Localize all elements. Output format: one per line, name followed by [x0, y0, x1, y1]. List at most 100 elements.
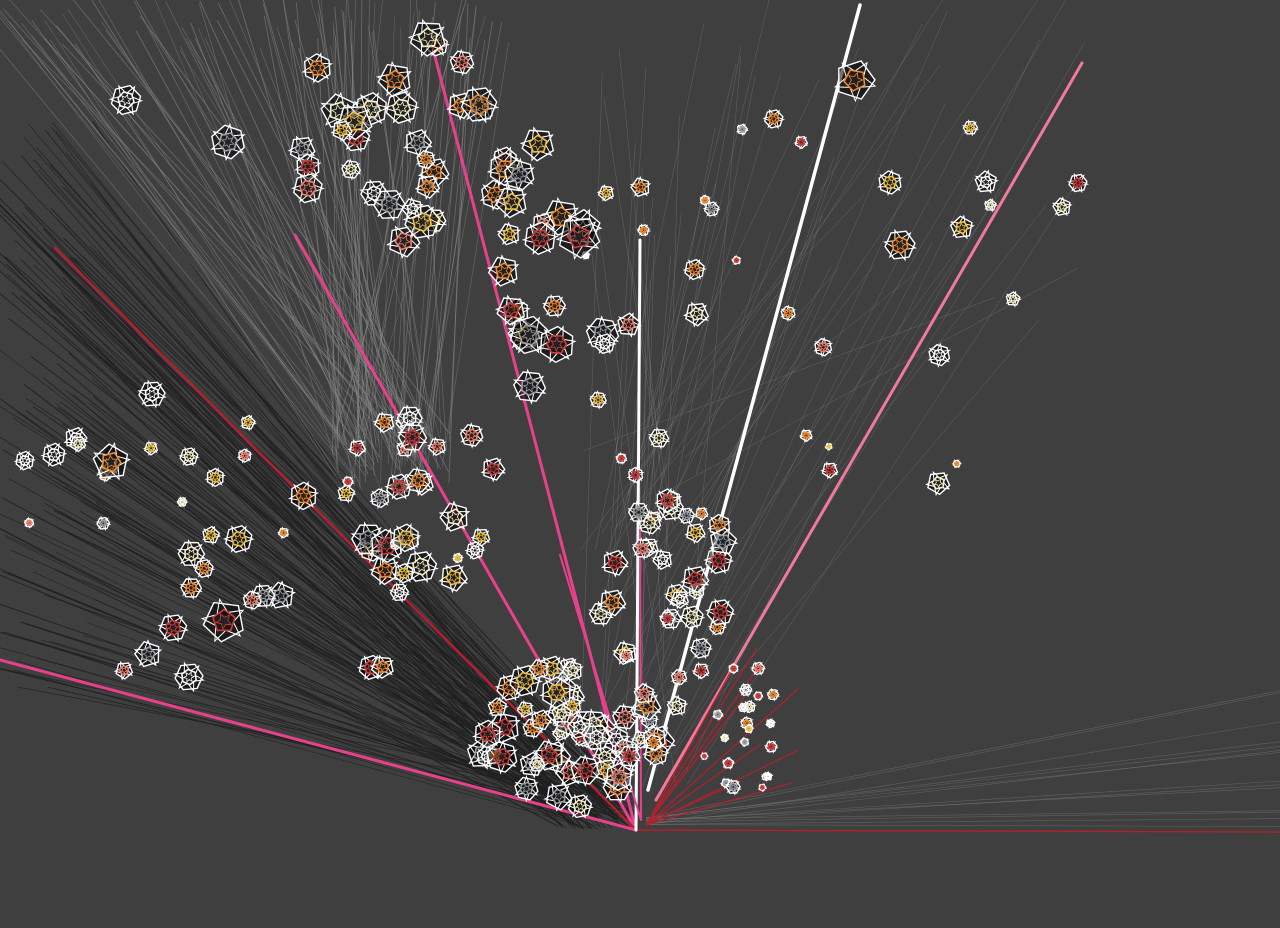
- star-outline: [23, 516, 35, 530]
- star-accent: [392, 98, 412, 117]
- star-outline: [611, 702, 639, 732]
- light-strand: [399, 34, 433, 470]
- hexagon-star-icon: [521, 221, 559, 256]
- star-core: [714, 520, 725, 531]
- star-outline: [388, 581, 411, 603]
- hexagon-star-icon: [737, 701, 749, 714]
- star-outline: [40, 442, 68, 467]
- light-strand: [262, 0, 393, 459]
- star-core: [399, 568, 409, 578]
- star-outline: [727, 662, 740, 675]
- star-core: [296, 143, 308, 155]
- star-accent: [345, 163, 357, 176]
- light-strand: [0, 10, 372, 471]
- main-ray: [639, 514, 642, 821]
- star-core: [311, 61, 324, 75]
- star-outline: [636, 223, 651, 237]
- pentagon-star-icon: [519, 126, 555, 162]
- star-core: [166, 621, 180, 634]
- dark-strand: [6, 273, 571, 799]
- star-core: [602, 189, 610, 197]
- hexagon-star-icon: [210, 122, 246, 162]
- hexagon-star-icon: [175, 496, 189, 508]
- star-core: [274, 589, 287, 602]
- star-outline: [541, 293, 568, 319]
- pentagon-star-icon: [266, 580, 296, 609]
- star-accent: [492, 747, 511, 766]
- hexagon-star-icon: [762, 108, 786, 130]
- dark-strand: [0, 631, 622, 811]
- star-core: [518, 674, 532, 688]
- star-accent: [701, 196, 709, 204]
- star-outline: [593, 333, 617, 355]
- hexagon-star-icon: [340, 158, 362, 181]
- star-core: [658, 555, 667, 565]
- star-accent: [604, 594, 620, 611]
- star-core: [542, 749, 555, 762]
- main-ray: [430, 43, 638, 832]
- star-core: [714, 606, 727, 619]
- pentagon-star-icon: [426, 436, 447, 457]
- star-accent: [394, 231, 412, 251]
- star-outline: [193, 558, 216, 579]
- star-accent: [617, 709, 632, 725]
- faint-strand: [645, 780, 1280, 822]
- star-accent: [406, 202, 419, 215]
- star-core: [884, 177, 896, 188]
- star-accent: [378, 416, 391, 428]
- hexagon-star-icon: [287, 480, 320, 511]
- star-core: [696, 643, 706, 653]
- star-outline: [521, 221, 559, 256]
- star-accent: [694, 642, 708, 655]
- star-outline: [512, 368, 547, 405]
- star-core: [215, 613, 233, 630]
- star-accent: [46, 448, 62, 462]
- star-outline: [658, 609, 677, 628]
- star-accent: [712, 518, 727, 532]
- star-core: [488, 464, 499, 475]
- star-core: [103, 454, 119, 469]
- star-accent: [230, 531, 248, 547]
- light-strand: [217, 20, 450, 473]
- hexagon-star-icon: [536, 325, 577, 364]
- pentagon-star-icon: [543, 782, 573, 812]
- short-red-ray: [645, 668, 734, 826]
- star-accent: [618, 454, 625, 463]
- pentagon-star-icon: [133, 639, 163, 668]
- pentagon-star-icon: [597, 589, 627, 618]
- star-core: [722, 735, 728, 741]
- light-strand: [410, 19, 445, 472]
- hexagon-star-icon: [688, 637, 714, 660]
- star-accent: [547, 684, 566, 701]
- light-strand: [165, 1, 400, 463]
- hexagon-star-icon: [242, 589, 263, 612]
- light-strand: [632, 79, 820, 476]
- light-strand: [441, 42, 509, 468]
- star-core: [184, 452, 194, 461]
- star-core: [185, 548, 198, 560]
- hexagon-star-icon: [383, 91, 420, 124]
- star-accent: [576, 761, 594, 780]
- star-outline: [682, 258, 707, 281]
- star-core: [672, 701, 682, 711]
- hexagon-star-icon: [157, 612, 189, 643]
- star-accent: [754, 664, 763, 673]
- star-core: [220, 134, 236, 150]
- hexagon-star-icon: [738, 682, 754, 698]
- light-strand: [0, 13, 359, 482]
- star-core: [207, 530, 216, 539]
- star-accent: [380, 195, 398, 214]
- pentagon-star-icon: [496, 221, 521, 246]
- pentagon-star-icon: [202, 525, 222, 546]
- star-core: [48, 449, 59, 461]
- star-outline: [236, 447, 253, 464]
- star-core: [302, 160, 313, 173]
- star-outline: [750, 661, 767, 676]
- star-core: [421, 155, 431, 164]
- red-horizon-ray: [635, 829, 1280, 833]
- star-accent: [217, 132, 239, 152]
- star-accent: [740, 704, 747, 711]
- star-core: [247, 595, 257, 605]
